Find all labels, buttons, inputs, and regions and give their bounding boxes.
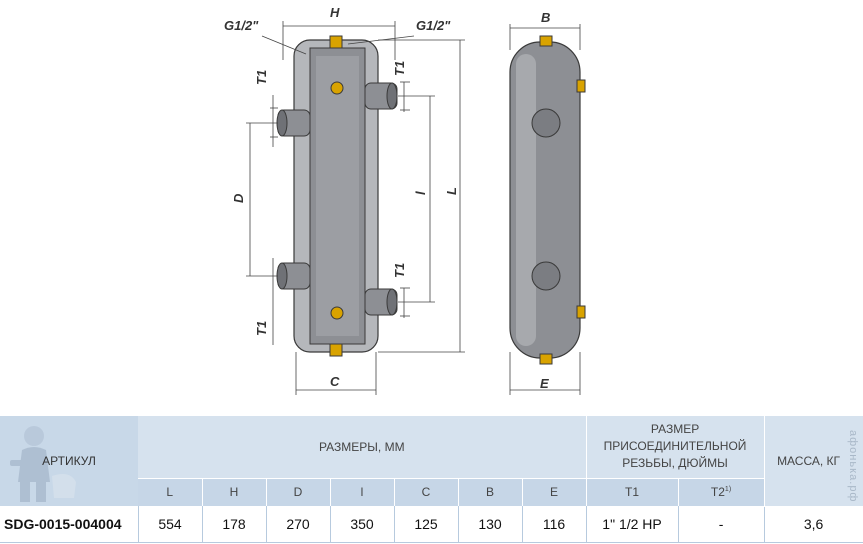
spec-table: АРТИКУЛ РАЗМЕРЫ, ММ РАЗМЕР ПРИСОЕДИНИТЕЛ… (0, 416, 863, 543)
col-header-d: D (266, 478, 331, 506)
col-header-t1: T1 (586, 478, 679, 506)
side-view (509, 35, 586, 365)
article-header-cell: АРТИКУЛ (0, 416, 138, 506)
table-subheader-row: L H D l C B E T1 T21) (0, 478, 863, 506)
label-l-big: L (444, 187, 459, 195)
label-l-small: l (413, 191, 428, 195)
value-e: 116 (522, 506, 587, 543)
label-b: B (541, 10, 550, 25)
col-header-e: E (522, 478, 587, 506)
mass-header: МАССА, КГ (764, 416, 863, 507)
label-t1-bottom-right: T1 (392, 263, 407, 278)
label-e: E (540, 376, 549, 391)
label-t1-bottom-left: T1 (254, 321, 269, 336)
col-header-b: B (458, 478, 523, 506)
value-l-small: 350 (330, 506, 395, 543)
thread-header: РАЗМЕР ПРИСОЕДИНИТЕЛЬНОЙ РЕЗЬБЫ, ДЮЙМЫ (586, 416, 765, 479)
col-header-l-small: l (330, 478, 395, 506)
table-row: SDG-0015-004004 554 178 270 350 125 130 … (0, 506, 863, 543)
value-t2: - (678, 506, 765, 543)
watermark: афонька.рф (847, 430, 859, 503)
plumber-mascot-icon (10, 426, 76, 502)
front-dimension-lines (246, 21, 465, 395)
side-dimension-lines (509, 24, 581, 395)
front-view (276, 35, 398, 357)
value-c: 125 (394, 506, 459, 543)
value-mass: 3,6 (764, 506, 863, 543)
label-d: D (231, 193, 246, 203)
col-header-t2: T21) (678, 478, 765, 506)
value-d: 270 (266, 506, 331, 543)
article-header: АРТИКУЛ (42, 454, 96, 468)
label-t1-top-left: T1 (254, 70, 269, 85)
dims-header: РАЗМЕРЫ, ММ (138, 416, 587, 479)
sku-cell: SDG-0015-004004 (0, 506, 139, 543)
value-h: 178 (202, 506, 267, 543)
label-c: C (330, 374, 340, 389)
technical-drawing: G1/2" H G1/2" T1 T1 D l L T1 T1 C B E (224, 5, 586, 395)
value-b: 130 (458, 506, 523, 543)
label-g-right: G1/2" (416, 18, 451, 33)
table-header-row: АРТИКУЛ РАЗМЕРЫ, ММ РАЗМЕР ПРИСОЕДИНИТЕЛ… (0, 416, 863, 507)
col-header-t2-label: T2 (710, 485, 725, 500)
value-t1: 1" 1/2 НР (586, 506, 679, 543)
label-g-left: G1/2" (224, 18, 259, 33)
label-h: H (330, 5, 340, 20)
col-header-c: C (394, 478, 459, 506)
value-l: 554 (138, 506, 203, 543)
t2-footnote-mark: 1) (724, 486, 732, 494)
col-header-h: H (202, 478, 267, 506)
col-header-l: L (138, 478, 203, 506)
label-t1-top-right: T1 (392, 61, 407, 76)
